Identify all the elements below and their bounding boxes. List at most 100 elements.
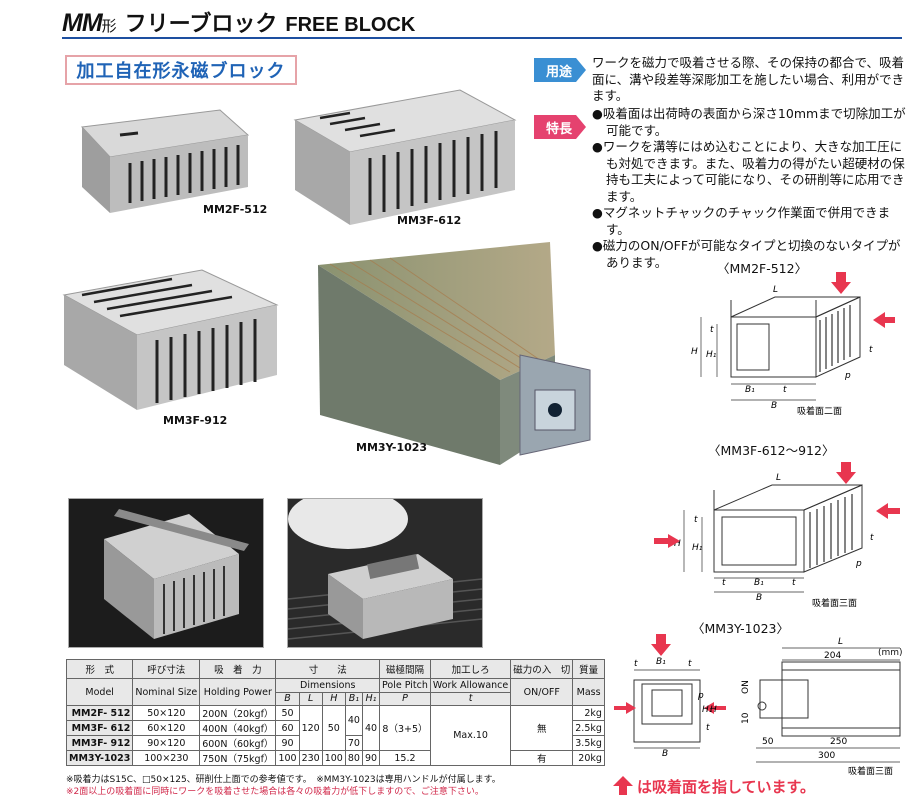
photo-mm3f-912 xyxy=(62,269,279,410)
dim-tb: t xyxy=(783,385,787,395)
dim-t2: t xyxy=(688,659,692,669)
arrow-right-icon xyxy=(704,702,714,714)
diagram2-note: 吸着面三面 xyxy=(812,597,857,609)
th-model-en: Model xyxy=(65,678,134,706)
dim-10: 10 xyxy=(741,712,751,724)
arrow-top-icon xyxy=(651,634,671,656)
arrow-top-icon xyxy=(831,272,851,294)
dim-t1: t xyxy=(634,659,638,669)
th-dim-en: Dimensions xyxy=(275,678,381,693)
dim-H1: H₁ xyxy=(702,705,713,715)
dim-p: p xyxy=(697,691,704,701)
th-mass-en: Mass xyxy=(572,678,605,706)
footer-legend: は吸着面を指しています。 xyxy=(637,778,816,796)
th-B1: B₁ xyxy=(344,691,363,706)
th-onoff-en: ON/OFF xyxy=(510,678,574,706)
usage-photo-1 xyxy=(68,498,264,648)
title-name-jp: フリーブロック xyxy=(124,12,278,37)
dim-B: B xyxy=(662,749,668,759)
dim-L: L xyxy=(776,473,781,483)
dim-p: p xyxy=(844,371,851,381)
th-size-jp: 呼び寸法 xyxy=(132,659,201,679)
th-pole-jp: 磁極間隔 xyxy=(379,659,431,679)
up-arrow-icon xyxy=(613,776,633,795)
diagram3-title: 〈MM3Y-1023〉 xyxy=(692,621,789,636)
th-B: B xyxy=(275,691,300,706)
feature-item: ●マグネットチャックのチャック作業面で併用できます。 xyxy=(592,205,891,237)
dim-B1: B₁ xyxy=(656,657,666,667)
th-H: H xyxy=(321,691,346,706)
dim-50: 50 xyxy=(762,737,774,747)
dim-t: t xyxy=(710,325,714,335)
title-mm: MM xyxy=(62,9,103,37)
label-mm3y-1023: MM3Y-1023 xyxy=(356,441,428,454)
title-name-en: FREE BLOCK xyxy=(285,14,416,36)
features-list: ●吸着面は出荷時の表面から深さ10mmまで切除加工が可能です。 ●ワークを溝等に… xyxy=(592,106,910,271)
dim-p: p xyxy=(855,559,862,569)
dim-side-L: L xyxy=(838,637,843,647)
diagram-mm3f-612-912: L H H₁ t t p t B₁ t B 吸着面三面 xyxy=(654,462,900,609)
dim-B1: B₁ xyxy=(754,578,764,588)
arrow-side-icon xyxy=(873,312,895,328)
title-rule xyxy=(62,37,902,39)
spec-table: 形 式 呼び寸法 吸 着 力 寸 法 磁極間隔 加工しろ 磁力の入 切 質量 M… xyxy=(65,659,605,766)
diagram1-note: 吸着面二面 xyxy=(797,405,842,417)
arrow-left-icon xyxy=(668,534,680,548)
title-kei: 形 xyxy=(101,17,117,35)
feature-item: ●吸着面は出荷時の表面から深さ10mmまで切除加工が可能です。 xyxy=(592,106,906,138)
th-allow-en: Work Allowance xyxy=(429,678,512,693)
dim-H: H xyxy=(710,705,717,715)
label-mm3f-912: MM3F-912 xyxy=(163,414,228,427)
diagram-mm3y-1023: t B₁ t p H₁ H B t L 204 ON 10 50 250 300… xyxy=(614,634,901,777)
dim-H: H xyxy=(674,539,681,549)
th-model-jp: 形 式 xyxy=(65,659,134,679)
usage-tag: 用途 xyxy=(534,58,586,82)
label-mm3f-612: MM3F-612 xyxy=(397,214,462,227)
photo-mm2f-512 xyxy=(80,109,250,213)
dim-L: L xyxy=(773,285,778,295)
dim-t: t xyxy=(694,515,698,525)
label-on: ON xyxy=(741,680,751,694)
unit-label: (mm) xyxy=(878,648,903,658)
page-title: MM形フリーブロック FREE BLOCK xyxy=(62,6,415,38)
diagram3-note: 吸着面三面 xyxy=(848,765,893,777)
table-row: MM3F- 912 90×120 600N（60kgf） 90 70 3.5kg xyxy=(65,735,605,751)
th-L: L xyxy=(298,691,323,706)
dim-tl: t xyxy=(722,578,726,588)
diagram-mm2f-512: L H H₁ t t p B₁ t B 吸着面二面 xyxy=(691,272,895,417)
arrow-right-icon xyxy=(876,503,900,519)
dim-t3: t xyxy=(706,723,710,733)
dim-300: 300 xyxy=(818,751,835,761)
note-1: ※吸着力はS15C、□50×125、研削仕上面での参考値です。 ※MM3Y-10… xyxy=(66,775,501,785)
dim-204: 204 xyxy=(824,651,841,661)
note-2: ※2面以上の吸着面に同時にワークを吸着させた場合は各々の吸着力が低下しますので、… xyxy=(66,787,484,797)
table-row: MM2F- 512 50×120 200N（20kgf） 50 120 50 4… xyxy=(65,705,605,766)
dim-t2: t xyxy=(870,533,874,543)
photo-mm3y-1023 xyxy=(318,242,591,465)
usage-text: ワークを磁力で吸着させる際、その保持の都合で、吸着面に、溝や段差等深彫加工を施し… xyxy=(592,55,905,103)
feature-item: ●ワークを溝等にはめ込むことにより、大きな加工圧にも対処できます。また、吸着力の… xyxy=(592,139,905,204)
dim-250: 250 xyxy=(830,737,847,747)
dim-t2: t xyxy=(869,345,873,355)
th-t: t xyxy=(429,691,512,706)
dim-B: B xyxy=(771,401,777,411)
label-mm2f-512: MM2F-512 xyxy=(203,203,268,216)
diagram1-title: 〈MM2F-512〉 xyxy=(717,261,808,276)
diagram2-title: 〈MM3F-612〜912〉 xyxy=(708,443,835,458)
dim-H1: H₁ xyxy=(692,543,703,553)
dim-H: H xyxy=(691,347,698,357)
photo-mm3f-612 xyxy=(293,89,517,225)
th-dim-jp: 寸 法 xyxy=(275,659,381,679)
th-allow-jp: 加工しろ xyxy=(429,659,512,679)
th-power-jp: 吸 着 力 xyxy=(199,659,277,679)
table-row: MM3Y-1023 100×230 750N（75kgf） 100 230 10… xyxy=(65,750,605,766)
subtitle-box: 加工自在形永磁ブロック xyxy=(65,55,297,85)
dim-B: B xyxy=(756,593,762,603)
th-power-en: Holding Power xyxy=(199,678,277,706)
features-tag: 特長 xyxy=(534,115,586,139)
usage-photo-2 xyxy=(287,498,483,648)
dim-H1: H₁ xyxy=(706,350,717,360)
dim-B1: B₁ xyxy=(745,385,755,395)
arrow-top-icon xyxy=(836,462,856,484)
arrow-left-icon xyxy=(626,702,636,714)
